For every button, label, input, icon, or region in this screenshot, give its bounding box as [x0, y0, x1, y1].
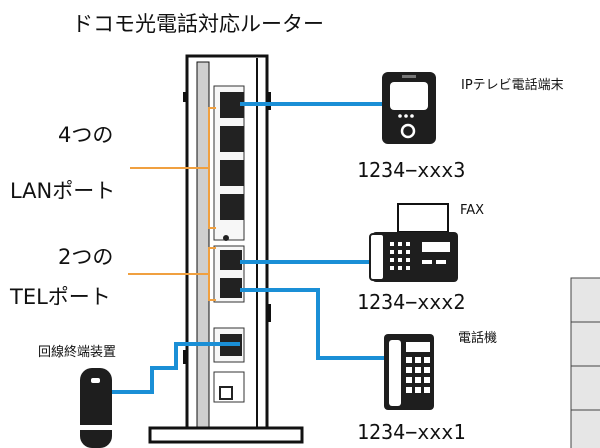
phone-label: 電話機 — [458, 331, 498, 346]
router-clip-lower — [183, 350, 187, 364]
cables — [110, 102, 384, 394]
diagram-title: ドコモ光電話対応ルーター — [72, 12, 324, 36]
lan-bracket — [130, 107, 216, 229]
ip-videophone-icon — [382, 72, 436, 144]
phone-number: 1234−xxx1 — [357, 420, 466, 444]
router-reset-hole — [223, 235, 229, 241]
lan-port-4 — [220, 194, 244, 220]
fax-machine-icon — [369, 203, 458, 282]
router-stand — [148, 426, 304, 444]
background-table — [570, 277, 600, 448]
lan-port-label: LANポート — [10, 179, 116, 203]
router-clip-upper — [183, 92, 187, 102]
cable-phone — [240, 288, 384, 360]
router-side-panel — [196, 61, 210, 433]
onu-label: 回線終端装置 — [38, 345, 117, 360]
tel-port-label: TELポート — [10, 285, 111, 309]
power-connector — [219, 386, 233, 400]
tel-bracket — [128, 247, 216, 301]
desk-phone-icon — [384, 334, 434, 410]
ip-tv-phone-number: 1234−xxx3 — [357, 158, 466, 182]
ip-tv-phone-label: IPテレビ電話端末 — [461, 78, 564, 93]
cable-onu — [110, 342, 240, 394]
tel-port-count-label: 2つの — [58, 245, 114, 269]
lan-port-3 — [220, 160, 244, 186]
router-hinge-upper — [267, 92, 271, 110]
onu-device-icon — [80, 368, 112, 448]
lan-port-2 — [220, 126, 244, 152]
router-hinge-lower — [267, 304, 271, 322]
fax-number: 1234−xxx2 — [357, 290, 466, 314]
router — [148, 54, 304, 444]
tel-port-2 — [220, 278, 242, 298]
tel-port-1 — [220, 250, 242, 270]
fax-label: FAX — [460, 203, 485, 218]
lan-port-count-label: 4つの — [58, 123, 114, 147]
